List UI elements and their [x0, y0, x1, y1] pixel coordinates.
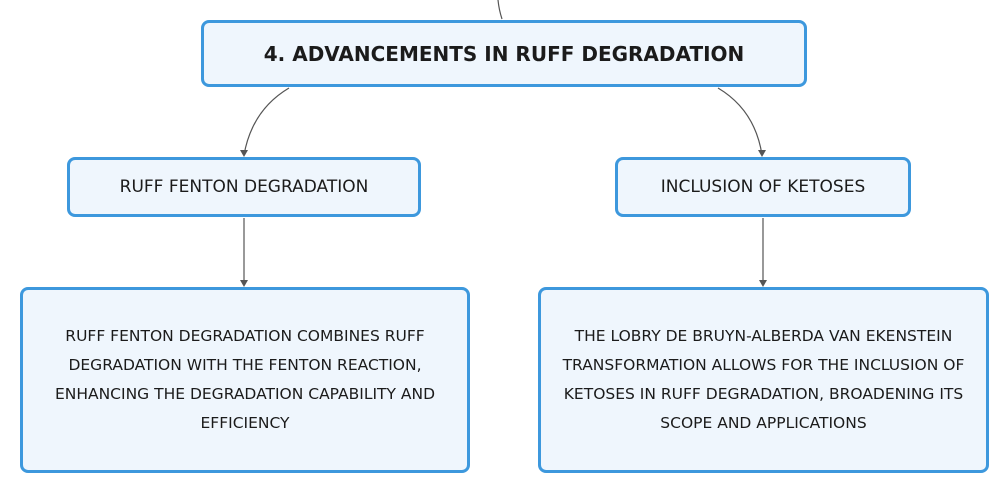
connector-root-to-right: [717, 87, 763, 156]
arrowhead-left-branch-to-desc: [240, 280, 248, 287]
connector-root-to-left: [243, 87, 290, 156]
ruff-fenton-degradation-node[interactable]: RUFF FENTON DEGRADATION: [67, 157, 421, 217]
incoming-connector: [497, 0, 503, 20]
root-node[interactable]: 4. ADVANCEMENTS IN RUFF DEGRADATION: [201, 20, 807, 87]
ruff-fenton-description-node[interactable]: RUFF FENTON DEGRADATION COMBINES RUFF DE…: [20, 287, 470, 473]
ketoses-description-node[interactable]: THE LOBRY DE BRUYN-ALBERDA VAN EKENSTEIN…: [538, 287, 989, 473]
ketoses-description-text: THE LOBRY DE BRUYN-ALBERDA VAN EKENSTEIN…: [562, 327, 965, 432]
ruff-fenton-description-text: RUFF FENTON DEGRADATION COMBINES RUFF DE…: [54, 327, 436, 432]
arrowhead-root-to-right: [758, 150, 766, 157]
root-node-label: 4. ADVANCEMENTS IN RUFF DEGRADATION: [263, 41, 745, 66]
inclusion-of-ketoses-label: INCLUSION OF KETOSES: [660, 177, 866, 197]
arrowhead-root-to-left: [240, 150, 248, 157]
inclusion-of-ketoses-node[interactable]: INCLUSION OF KETOSES: [615, 157, 911, 217]
ruff-fenton-degradation-label: RUFF FENTON DEGRADATION: [119, 177, 369, 197]
arrowhead-right-branch-to-desc: [759, 280, 767, 287]
